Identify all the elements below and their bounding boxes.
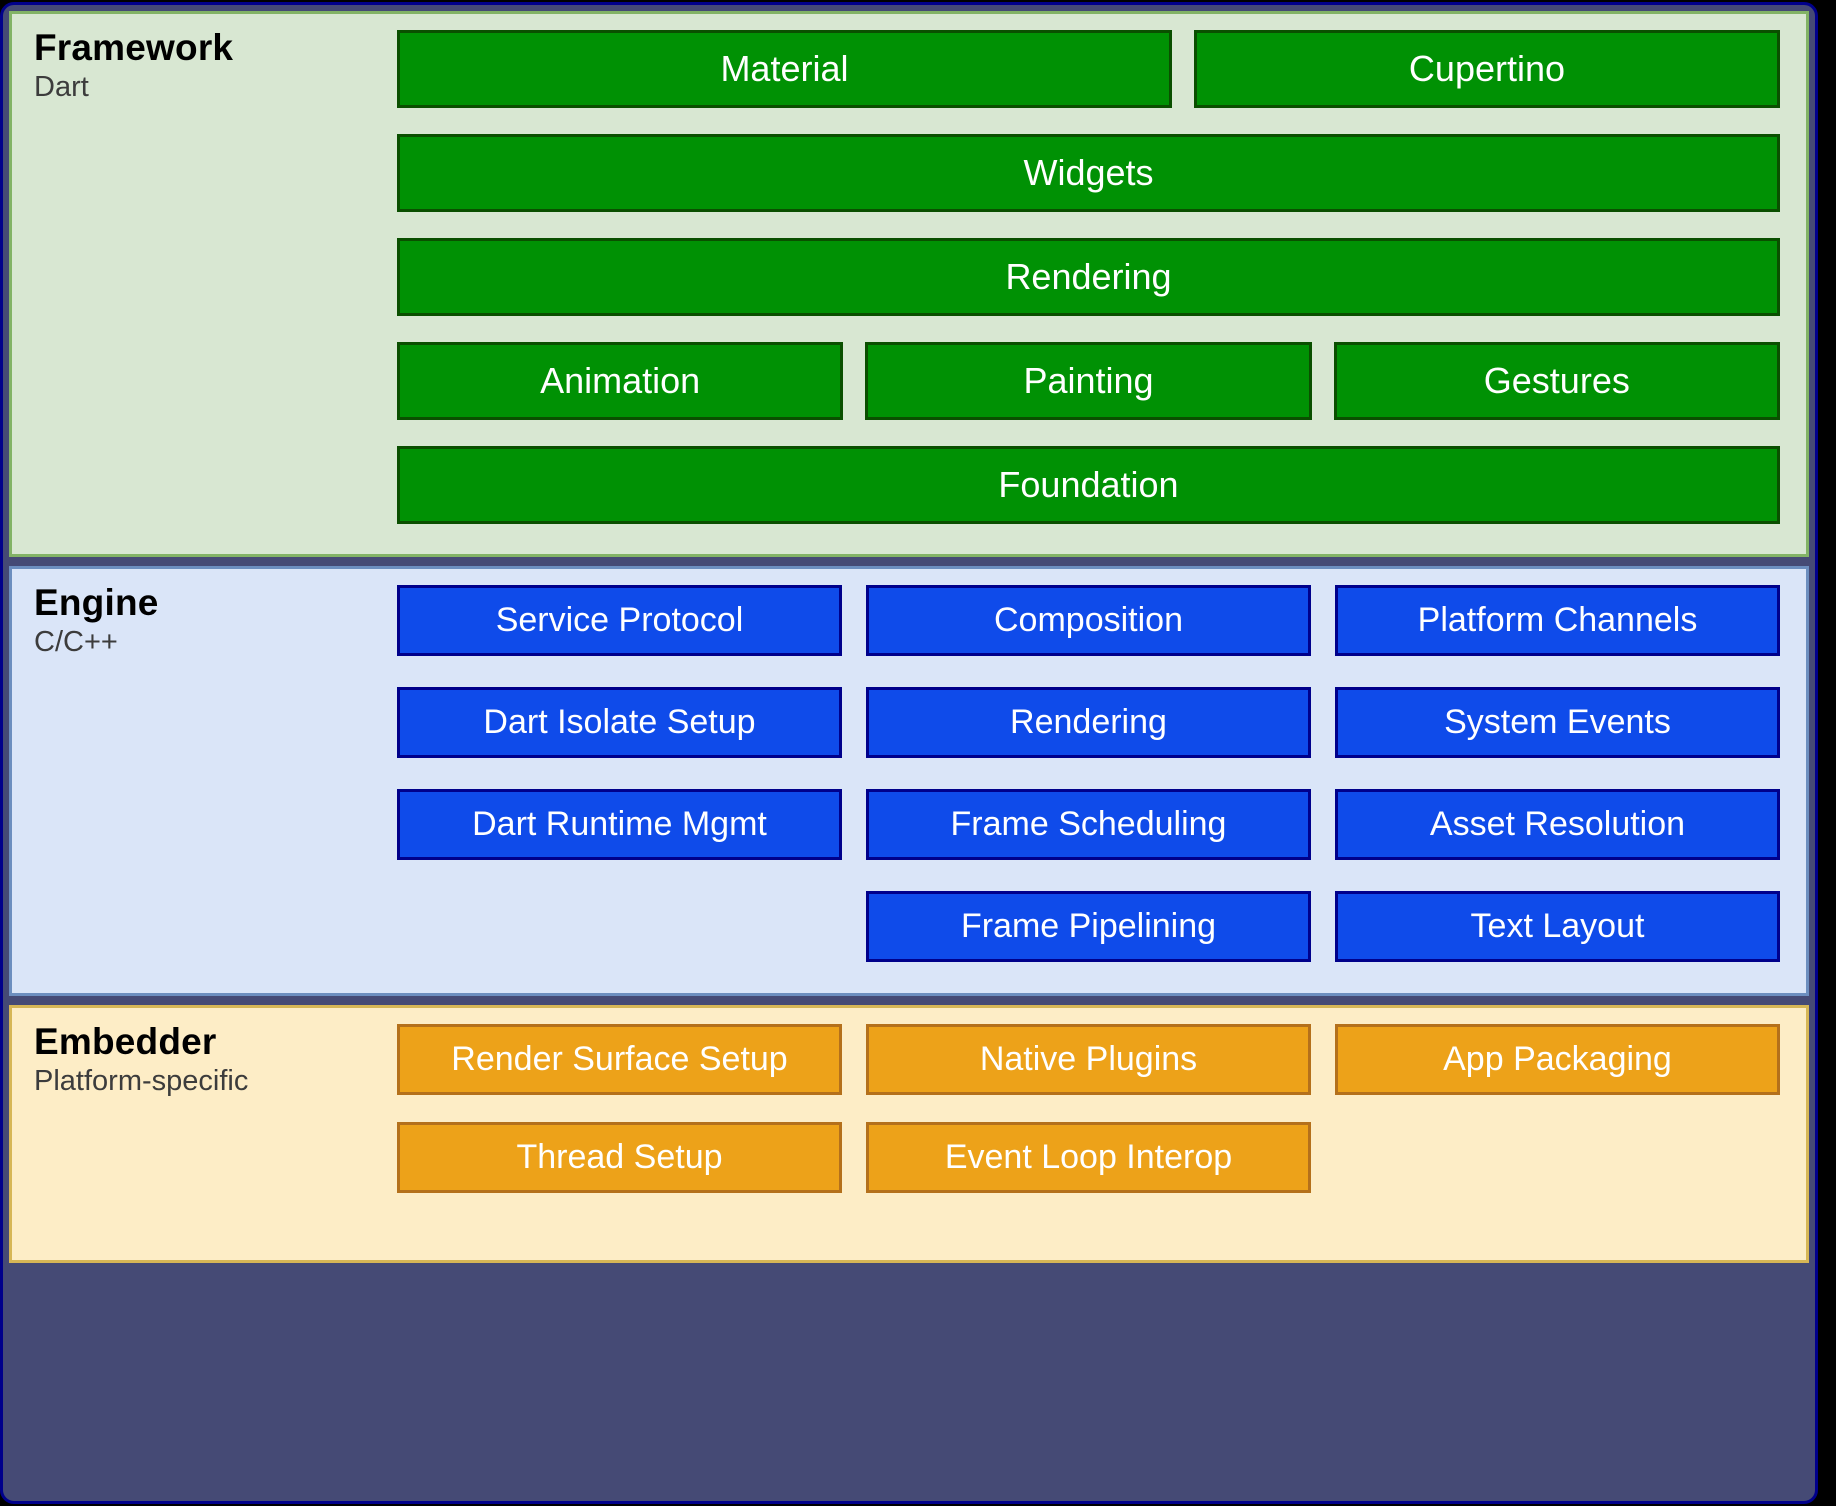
embedder-box-event-loop-interop[interactable]: Event Loop Interop: [866, 1122, 1311, 1193]
framework-box-animation[interactable]: Animation: [397, 342, 844, 420]
framework-label-group: Framework Dart: [12, 14, 397, 104]
engine-box-frame-scheduling[interactable]: Frame Scheduling: [866, 789, 1311, 860]
layer-engine: Engine C/C++ Service Protocol Compositio…: [9, 566, 1809, 996]
framework-row: Rendering: [397, 238, 1780, 316]
engine-label-group: Engine C/C++: [12, 569, 397, 659]
engine-subtitle: C/C++: [34, 625, 118, 658]
framework-box-cupertino[interactable]: Cupertino: [1193, 30, 1780, 108]
framework-row: Material Cupertino: [397, 30, 1780, 108]
engine-box-service-protocol[interactable]: Service Protocol: [397, 585, 842, 656]
framework-box-foundation[interactable]: Foundation: [397, 446, 1780, 524]
embedder-box-thread-setup[interactable]: Thread Setup: [397, 1122, 842, 1193]
embedder-box-render-surface-setup[interactable]: Render Surface Setup: [397, 1024, 842, 1095]
framework-box-rendering[interactable]: Rendering: [397, 238, 1780, 316]
framework-body: Material Cupertino Widgets Rendering Ani…: [397, 14, 1806, 540]
engine-title: Engine: [34, 582, 159, 623]
embedder-box-native-plugins[interactable]: Native Plugins: [866, 1024, 1311, 1095]
embedder-body: Render Surface Setup Native Plugins App …: [397, 1008, 1806, 1209]
embedder-subtitle: Platform-specific: [34, 1064, 249, 1097]
engine-box-text-layout[interactable]: Text Layout: [1335, 891, 1780, 962]
framework-row: Animation Painting Gestures: [397, 342, 1780, 420]
framework-title: Framework: [34, 27, 234, 68]
framework-box-painting[interactable]: Painting: [865, 342, 1312, 420]
engine-box-composition[interactable]: Composition: [866, 585, 1311, 656]
engine-box-dart-runtime-mgmt[interactable]: Dart Runtime Mgmt: [397, 789, 842, 860]
engine-box-asset-resolution[interactable]: Asset Resolution: [1335, 789, 1780, 860]
engine-box-frame-pipelining[interactable]: Frame Pipelining: [866, 891, 1311, 962]
layer-stack: Framework Dart Material Cupertino Widget…: [9, 11, 1809, 1495]
framework-subtitle: Dart: [34, 70, 89, 103]
framework-box-widgets[interactable]: Widgets: [397, 134, 1780, 212]
embedder-title: Embedder: [34, 1021, 217, 1062]
embedder-box-app-packaging[interactable]: App Packaging: [1335, 1024, 1780, 1095]
engine-box-system-events[interactable]: System Events: [1335, 687, 1780, 758]
engine-box-platform-channels[interactable]: Platform Channels: [1335, 585, 1780, 656]
engine-box-rendering[interactable]: Rendering: [866, 687, 1311, 758]
engine-box-dart-isolate-setup[interactable]: Dart Isolate Setup: [397, 687, 842, 758]
framework-box-material[interactable]: Material: [397, 30, 1172, 108]
embedder-grid: Render Surface Setup Native Plugins App …: [397, 1024, 1780, 1193]
engine-grid: Service Protocol Composition Platform Ch…: [397, 585, 1780, 962]
framework-row: Foundation: [397, 446, 1780, 524]
framework-row: Widgets: [397, 134, 1780, 212]
layer-framework: Framework Dart Material Cupertino Widget…: [9, 11, 1809, 557]
embedder-label-group: Embedder Platform-specific: [12, 1008, 397, 1098]
framework-box-gestures[interactable]: Gestures: [1333, 342, 1780, 420]
layer-embedder: Embedder Platform-specific Render Surfac…: [9, 1005, 1809, 1263]
framework-rows: Material Cupertino Widgets Rendering Ani…: [397, 30, 1780, 524]
engine-body: Service Protocol Composition Platform Ch…: [397, 569, 1806, 978]
